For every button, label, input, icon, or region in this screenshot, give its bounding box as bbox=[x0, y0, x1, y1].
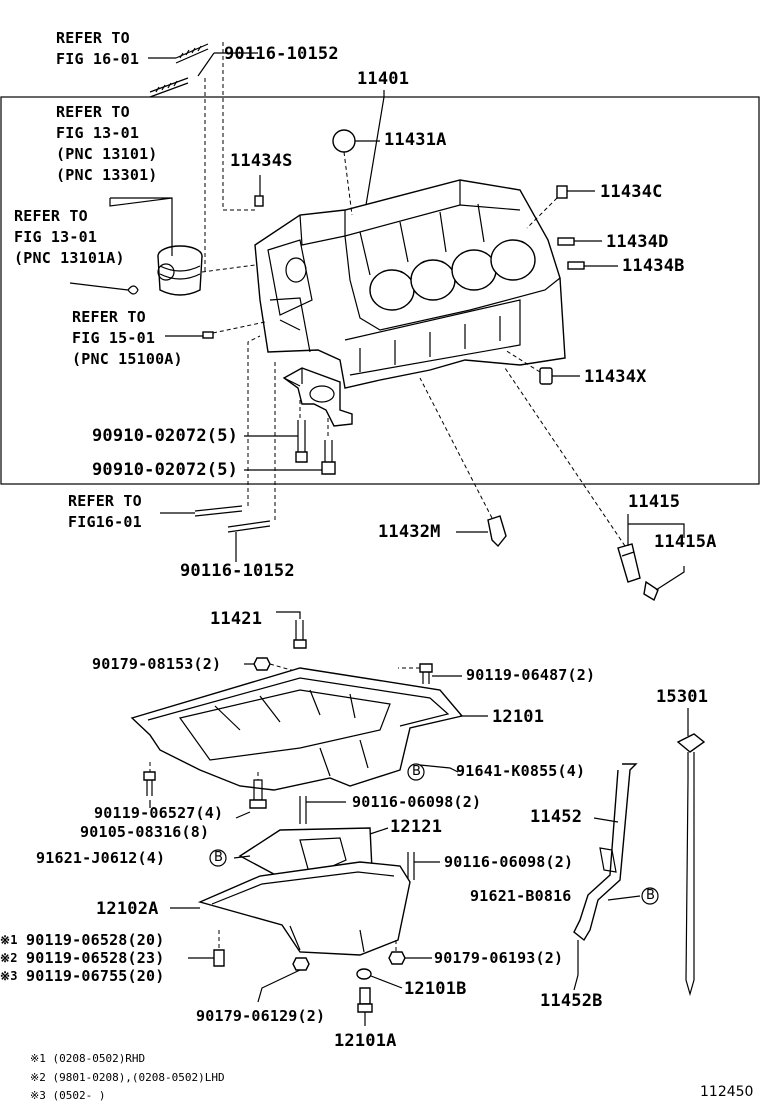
ref-b-label: B bbox=[214, 850, 223, 865]
part-11434X[interactable]: 11434X bbox=[584, 367, 647, 387]
oil-pan-stud bbox=[293, 620, 307, 649]
part-90119-06487[interactable]: 90119-06487(2) bbox=[466, 666, 596, 684]
nut-90179-06129 bbox=[292, 957, 310, 971]
part-90105-08316[interactable]: 90105-08316(8) bbox=[80, 823, 210, 841]
straight-pin-c bbox=[556, 185, 568, 199]
part-12121[interactable]: 12121 bbox=[390, 817, 443, 837]
part-90179-08153[interactable]: 90179-08153(2) bbox=[92, 655, 222, 673]
part-90179-06129[interactable]: 90179-06129(2) bbox=[196, 1007, 326, 1025]
part-11434B[interactable]: 11434B bbox=[622, 256, 685, 276]
part-11452B[interactable]: 11452B bbox=[540, 991, 603, 1011]
refer-fig16-bottom[interactable]: REFER TO FIG16-01 bbox=[68, 492, 142, 531]
cylinder-block-group-frame bbox=[0, 96, 760, 485]
refer-fig15[interactable]: REFER TO FIG 15-01 (PNC 15100A) bbox=[72, 308, 183, 368]
crankshaft-bearing-cap bbox=[282, 367, 353, 427]
part-15301[interactable]: 15301 bbox=[656, 687, 709, 707]
ref-b-label: B bbox=[646, 888, 655, 903]
part-90179-06193[interactable]: 90179-06193(2) bbox=[434, 949, 564, 967]
part-11434S[interactable]: 11434S bbox=[230, 151, 293, 171]
footnote-3: ※3 (0502- ) bbox=[30, 1089, 106, 1102]
stud-bolt-bottom bbox=[194, 505, 271, 533]
part-90116-06098-a[interactable]: 90116-06098(2) bbox=[352, 793, 482, 811]
part-11401[interactable]: 11401 bbox=[357, 69, 410, 89]
piston-assembly bbox=[157, 245, 203, 296]
footnote-2: ※2 (9801-0208),(0208-0502)LHD bbox=[30, 1071, 225, 1084]
bolt-90105-08316 bbox=[249, 779, 267, 809]
ref-b-circle bbox=[407, 763, 425, 781]
refer-fig13-snap-ring[interactable]: REFER TO FIG 13-01 (PNC 13101A) bbox=[14, 207, 125, 267]
knock-sensor bbox=[617, 543, 641, 583]
straight-pin-b bbox=[567, 261, 585, 270]
piston-pin-snap-ring bbox=[127, 285, 139, 295]
drain-plug-gasket bbox=[356, 968, 372, 980]
part-90119-06528-20[interactable]: 90119-06528(20) bbox=[26, 931, 165, 949]
water-drain-cock bbox=[487, 515, 507, 548]
part-90910-02072-a[interactable]: 90910-02072(5) bbox=[92, 426, 239, 446]
part-11415A[interactable]: 11415A bbox=[654, 532, 717, 552]
part-91621-B0816[interactable]: 91621-B0816 bbox=[470, 887, 572, 905]
expansion-plug bbox=[332, 129, 356, 153]
part-90116-10152-top[interactable]: 90116-10152 bbox=[224, 44, 339, 64]
ring-dowel-x bbox=[539, 367, 553, 385]
part-90119-06755-20[interactable]: 90119-06755(20) bbox=[26, 967, 165, 985]
bearing-cap-pin bbox=[202, 331, 214, 339]
knock-sensor-bolt bbox=[643, 580, 659, 602]
part-12101A[interactable]: 12101A bbox=[334, 1031, 397, 1051]
figure-number: 112450 bbox=[700, 1084, 754, 1100]
part-12101[interactable]: 12101 bbox=[492, 707, 545, 727]
oil-level-gauge-guide bbox=[573, 763, 638, 942]
cylinder-block bbox=[254, 179, 566, 389]
bolt-90119-06527 bbox=[143, 771, 156, 796]
nut-90179-08153 bbox=[253, 657, 271, 671]
note-mark-2: ※2 bbox=[0, 951, 18, 965]
part-91641-K0855[interactable]: 91641-K0855(4) bbox=[456, 762, 586, 780]
part-11415[interactable]: 11415 bbox=[628, 492, 681, 512]
stud-bolt-top bbox=[149, 43, 209, 98]
footnote-1: ※1 (0208-0502)RHD bbox=[30, 1052, 146, 1065]
refer-fig16-top[interactable]: REFER TO FIG 16-01 bbox=[56, 29, 140, 68]
nut-90179-06193 bbox=[388, 951, 406, 965]
part-12101B[interactable]: 12101B bbox=[404, 979, 467, 999]
ref-b-circle bbox=[641, 887, 659, 905]
part-90910-02072-b[interactable]: 90910-02072(5) bbox=[92, 460, 239, 480]
bearing-cap-bolt-a bbox=[295, 420, 308, 463]
oil-pan-no1 bbox=[130, 667, 464, 791]
part-90116-10152-bottom[interactable]: 90116-10152 bbox=[180, 561, 295, 581]
bearing-cap-bolt-b bbox=[321, 440, 336, 475]
part-90119-06527[interactable]: 90119-06527(4) bbox=[94, 804, 224, 822]
part-11432M[interactable]: 11432M bbox=[378, 522, 441, 542]
bolt-90119-06487 bbox=[419, 663, 433, 684]
straight-pin-s bbox=[254, 195, 264, 207]
ref-b-circle bbox=[209, 849, 227, 867]
stud-90116-06098-b bbox=[407, 852, 415, 880]
ref-b-label: B bbox=[412, 764, 421, 779]
oil-level-gauge bbox=[676, 733, 706, 997]
part-11431A[interactable]: 11431A bbox=[384, 130, 447, 150]
part-12102A[interactable]: 12102A bbox=[96, 899, 159, 919]
drain-plug bbox=[357, 987, 373, 1013]
part-11421[interactable]: 11421 bbox=[210, 609, 263, 629]
part-11434D[interactable]: 11434D bbox=[606, 232, 669, 252]
bolt-90119-06528 bbox=[213, 949, 225, 967]
part-90116-06098-b[interactable]: 90116-06098(2) bbox=[444, 853, 574, 871]
stud-90116-06098-a bbox=[299, 796, 307, 824]
note-mark-3: ※3 bbox=[0, 969, 18, 983]
part-90119-06528-23[interactable]: 90119-06528(23) bbox=[26, 949, 165, 967]
oil-pan-no2 bbox=[197, 861, 411, 956]
part-91621-J0612[interactable]: 91621-J0612(4) bbox=[36, 849, 166, 867]
refer-fig13-piston[interactable]: REFER TO FIG 13-01 (PNC 13101) (PNC 1330… bbox=[56, 103, 158, 184]
part-11452[interactable]: 11452 bbox=[530, 807, 583, 827]
part-11434C[interactable]: 11434C bbox=[600, 182, 663, 202]
straight-pin-d bbox=[557, 237, 575, 246]
note-mark-1: ※1 bbox=[0, 933, 18, 947]
